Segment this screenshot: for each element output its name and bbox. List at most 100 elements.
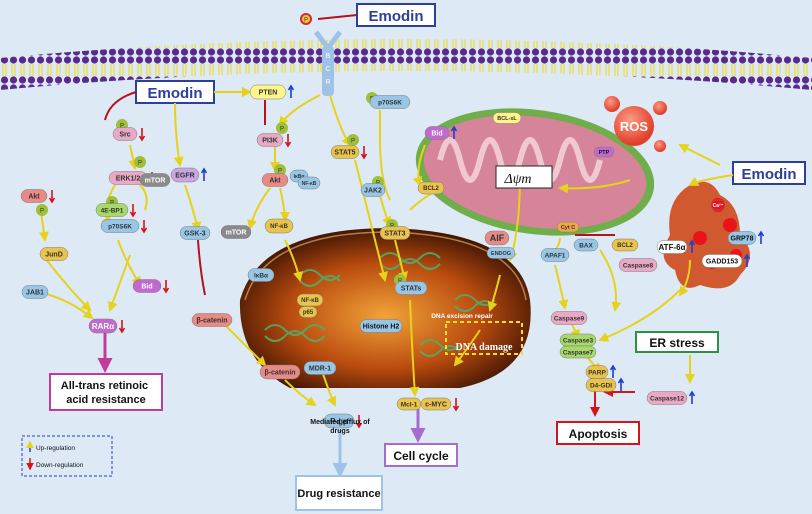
outcome-er-stress: ER stress <box>635 331 719 353</box>
down-regulation-icon <box>284 134 292 148</box>
node-jab1: JAB1 <box>21 285 49 299</box>
node-bcat-n: β-catenin <box>259 364 301 380</box>
node-mtor-left: mTOR <box>139 173 171 187</box>
node-label: Caspase9 <box>554 315 585 322</box>
node-stats: STATs <box>394 281 428 295</box>
node-gsk: GSK-3 <box>179 226 211 240</box>
node-label: Bid <box>431 130 442 137</box>
node-akt-left: Akt <box>20 189 56 204</box>
up-regulation-icon <box>688 390 696 404</box>
node-label: Caspase7 <box>563 349 594 356</box>
node-label: Caspase8 <box>623 262 654 269</box>
node-bp1: 4E-BP1 <box>95 203 137 218</box>
node-label: p70S6K <box>108 223 132 230</box>
node-jund: JunD <box>39 247 69 261</box>
up-regulation-icon <box>617 377 625 391</box>
node-label: GADD153 <box>706 258 738 265</box>
legend-down: Down-regulation <box>36 462 84 469</box>
down-regulation-icon <box>140 220 148 234</box>
emodin-label: Emodin <box>742 166 797 183</box>
bcr-receptor: B C R <box>314 30 342 96</box>
node-casp8: Caspase8 <box>618 258 658 272</box>
node-label: D4-GDI <box>590 382 612 389</box>
node-label: NF-κB <box>302 181 317 187</box>
node-label: p65 <box>303 310 314 316</box>
emodin-box-right: Emodin <box>732 161 806 185</box>
efflux-line-2: drugs <box>330 428 350 435</box>
node-label: EGFR <box>175 172 194 179</box>
node-label: PTP <box>599 150 610 156</box>
phospho-label: P <box>278 169 282 175</box>
cell-membrane <box>0 39 812 90</box>
node-mtor-mid: mTOR <box>220 225 252 239</box>
node-d4gdi: D4-GDI <box>585 377 625 392</box>
phospho-label: P <box>304 18 308 24</box>
node-label: Akt <box>28 193 40 200</box>
node-casp3: Caspase3 <box>559 333 597 347</box>
up-regulation-icon <box>450 125 458 139</box>
emodin-box-top: Emodin <box>356 3 436 27</box>
node-label: ERK1/2 <box>116 175 141 182</box>
legend: Up-regulation Down-regulation <box>21 435 113 477</box>
apoptosis-label: Apoptosis <box>569 427 628 441</box>
node-label: PTEN <box>259 89 278 96</box>
node-ikba2: IκBα <box>247 268 275 282</box>
node-label: BCL-xL <box>497 116 517 122</box>
down-regulation-icon <box>162 280 170 294</box>
node-label: Cyt C <box>561 225 575 231</box>
node-label: Bid <box>141 283 152 290</box>
node-nfkb-n: NF-κB <box>296 293 324 307</box>
node-stat3: STAT3 <box>379 226 411 240</box>
node-p70-right: p70S6K <box>369 95 411 109</box>
node-bcat-top: β-catenin <box>191 313 233 327</box>
node-label: BCL2 <box>617 243 633 249</box>
node-casp12: Caspase12 <box>646 390 696 405</box>
mito-potential-label: Δψm <box>503 172 531 187</box>
phospho-label: P <box>280 127 284 133</box>
up-regulation-icon <box>688 239 696 253</box>
node-label: Akt <box>269 177 281 184</box>
up-regulation-icon <box>287 84 295 98</box>
node-atf6: ATF-6α <box>656 239 696 254</box>
node-label: P-gp <box>330 417 348 426</box>
node-casp7: Caspase7 <box>559 345 597 359</box>
up-regulation-icon <box>609 364 617 378</box>
node-label: BAX <box>579 242 593 249</box>
node-histone: Histone H2 <box>359 319 403 333</box>
down-regulation-icon <box>48 190 56 204</box>
drug-resistance-label: Drug resistance <box>297 488 380 500</box>
node-apaf1: APAF1 <box>540 248 570 262</box>
node-bclxl: BCL-xL <box>492 112 522 124</box>
node-label: PI3K <box>262 137 278 144</box>
dna-damage-box: DNA damage <box>445 321 523 355</box>
node-label: p70S6K <box>378 99 402 106</box>
node-aif: AIF <box>484 230 510 246</box>
retinoic-line-2: acid resistance <box>66 394 146 406</box>
node-label: Ca²⁺ <box>713 203 724 209</box>
node-pgp: P-gp <box>323 413 363 429</box>
node-label: PARP <box>588 369 606 376</box>
node-casp9: Caspase9 <box>550 311 588 325</box>
er-stress-label: ER stress <box>649 336 705 350</box>
node-label: β-catenin <box>264 369 295 376</box>
cell-cycle-label: Cell cycle <box>393 449 449 463</box>
outcome-retinoic: All-trans retinoic acid resistance <box>49 373 163 411</box>
node-label: JAB1 <box>26 289 44 296</box>
outcome-apoptosis: Apoptosis <box>556 421 640 445</box>
node-label: JAK2 <box>364 187 382 194</box>
node-label: Histone H2 <box>363 323 400 330</box>
dna-repair-label: DNA excision repair <box>431 313 493 320</box>
node-bax: BAX <box>573 238 599 252</box>
node-label: NF-κB <box>301 298 319 304</box>
node-endog: ENDOG <box>486 247 516 259</box>
node-bcl2b: BCL2 <box>611 238 639 252</box>
node-src: Src <box>112 127 146 142</box>
phospho-label: P <box>351 139 355 145</box>
node-label: Caspase3 <box>563 337 594 344</box>
down-regulation-icon <box>360 146 368 160</box>
node-label: GSK-3 <box>184 230 206 237</box>
node-nfkb1: NF-κB <box>297 176 321 190</box>
